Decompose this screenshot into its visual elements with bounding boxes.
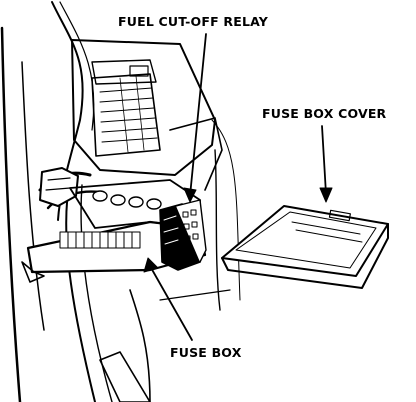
relay-leader [189, 33, 207, 197]
cover-leader-head [319, 187, 333, 203]
fuse-box-foot [21, 261, 45, 283]
fusebox-leader-head [143, 257, 159, 273]
fuse-box-cover-label: FUSE BOX COVER [262, 106, 387, 121]
dash-sticker [91, 73, 161, 157]
sticker-lines [99, 87, 158, 143]
door-edge-outer [0, 26, 22, 402]
door-edge-inner [21, 61, 45, 331]
pedal-arm [129, 289, 151, 402]
fuse-box-cover [221, 205, 389, 277]
cover-leader [321, 125, 327, 195]
relay-leader-head [183, 187, 197, 203]
floor-line [159, 289, 231, 301]
fuse-box-label: FUSE BOX [170, 345, 242, 360]
fusebox-leader [149, 265, 193, 341]
knee-panel-2 [214, 149, 221, 311]
sticker-hatch [119, 75, 145, 153]
knee-panel [169, 117, 223, 191]
relay-pins [182, 209, 199, 242]
fuse-slots [59, 231, 141, 249]
cover-ridge [291, 221, 363, 243]
pedal [99, 351, 151, 402]
pillar-curve-2 [59, 1, 95, 131]
panel-tab-slot [129, 65, 149, 77]
relay-hatch [163, 215, 179, 245]
connector-detail [45, 177, 71, 191]
fuel-cut-off-relay-label: FUEL CUT-OFF RELAY [118, 14, 269, 29]
fuse-sockets [92, 190, 162, 210]
knee-panel-3 [211, 119, 241, 301]
cover-inner [235, 211, 377, 269]
cover-latch [328, 209, 351, 222]
harness-drop-2 [80, 184, 113, 402]
panel-tab [91, 59, 157, 85]
fuse-box-cover-rim [221, 223, 389, 289]
